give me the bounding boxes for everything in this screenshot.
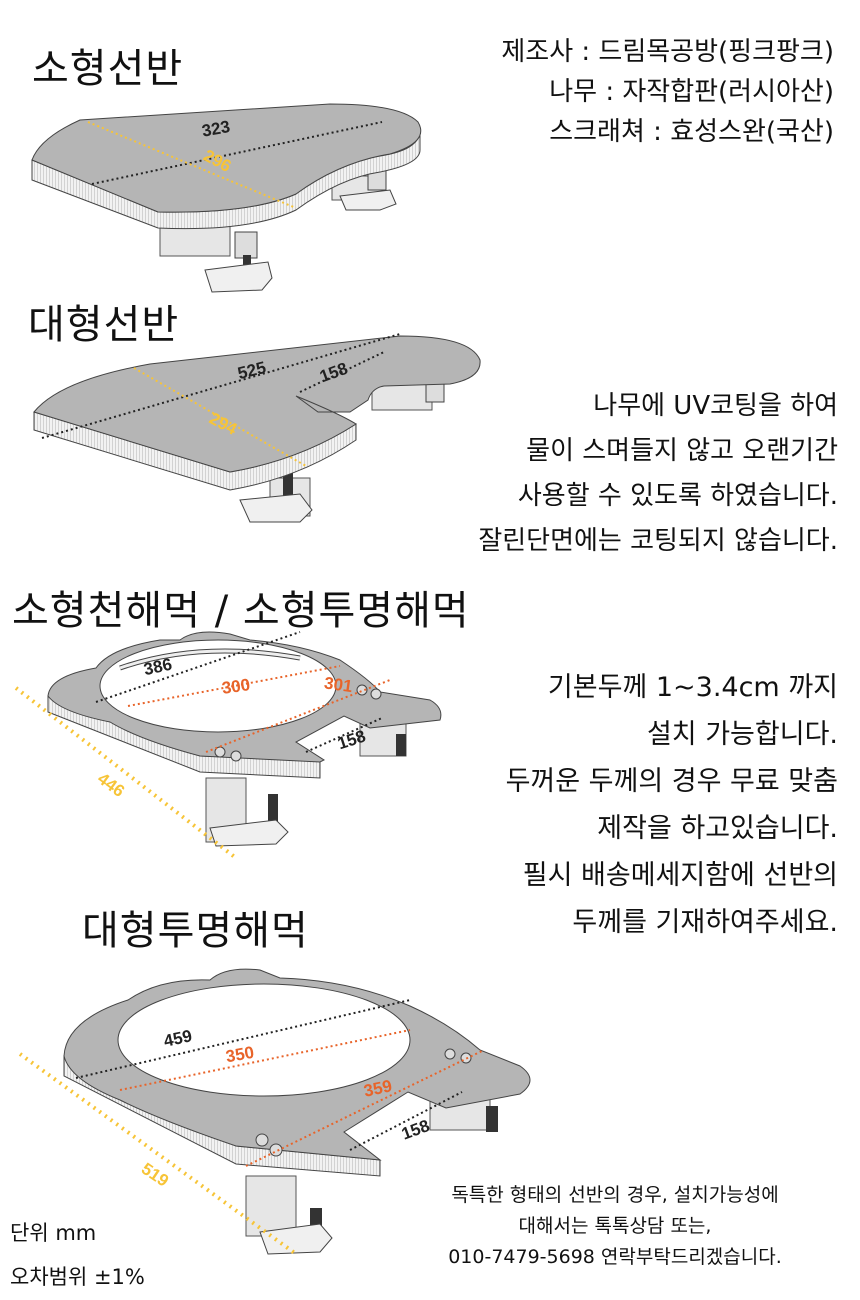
coating-line: 사용할 수 있도록 하였습니다. — [517, 481, 838, 511]
large-board-length-line — [41, 333, 401, 439]
small-ring-slot — [119, 649, 301, 670]
large-ring-clamp-plate — [259, 1223, 333, 1255]
large-ring-inner-label: 350 — [224, 1043, 255, 1067]
large-ring-notch-label: 158 — [399, 1116, 432, 1144]
small-ring-screw-hole — [370, 688, 382, 700]
small-ring-inner-line — [127, 665, 341, 707]
thickness-line: 두꺼운 두께의 경우 무료 맞춤 — [505, 766, 838, 797]
large-board-title: 대형선반 — [28, 302, 180, 348]
small-ring-clamp-screw — [268, 794, 278, 824]
small-ring-depth-line — [14, 686, 238, 860]
large-ring-screw-hole — [269, 1143, 283, 1157]
thickness-note: 기본두께 1~3.4cm 까지 설치 가능합니다. 두꺼운 두께의 경우 무료 … — [408, 664, 838, 946]
small-ring-hole — [99, 639, 337, 733]
small-ring-depth-label: 446 — [94, 769, 128, 801]
small-clamp-knob — [234, 231, 258, 259]
large-ring-title: 대형투명해먹 — [82, 908, 309, 954]
product-info: 제조사 : 드림목공방(핑크팡크) 나무 : 자작합판(러시아산) 스크래쳐 :… — [374, 32, 834, 152]
large-clamp-plate — [239, 493, 313, 523]
unit-text: 단위 mm — [10, 1221, 97, 1245]
large-ring-screw-hole — [255, 1133, 269, 1147]
contact-line: 010-7479-5698 연락부탁드리겠습니다. — [448, 1246, 782, 1268]
large-board-notch-line — [299, 351, 385, 393]
thickness-line: 설치 가능합니다. — [646, 719, 838, 750]
small-clamp-plate — [339, 189, 397, 211]
small-ring-outer-line — [95, 631, 301, 703]
small-ring-inner-label: 300 — [221, 675, 252, 698]
large-board-top — [33, 335, 481, 473]
large-ring-outer-line — [75, 999, 411, 1079]
manufacturer-text: 제조사 : 드림목공방(핑크팡크) — [501, 37, 834, 67]
small-board-top — [31, 103, 422, 213]
contact-line: 대해서는 톡톡상담 또는, — [518, 1215, 712, 1237]
small-board-length-label: 323 — [200, 117, 231, 141]
thickness-line: 두께를 기재하여주세요. — [572, 907, 838, 938]
small-ring-notch-line — [305, 717, 383, 753]
small-clamp-plate — [204, 261, 273, 293]
large-ring-inner-line — [119, 1029, 411, 1091]
large-ring-clamp-screw — [486, 1106, 498, 1132]
contact-line: 독특한 형태의 선반의 경우, 설치가능성에 — [451, 1184, 779, 1206]
small-ring-title: 소형천해먹 / 소형투명해먹 — [12, 588, 470, 634]
small-ring-screw-hole — [214, 746, 226, 758]
large-ring-screw-hole — [444, 1048, 456, 1060]
large-ring-cross-line — [245, 1049, 485, 1167]
coating-line: 나무에 UV코팅을 하여 — [593, 391, 838, 421]
large-ring-depth-label: 519 — [138, 1159, 172, 1191]
thickness-line: 제작을 하고있습니다. — [597, 813, 838, 844]
large-ring-hole — [117, 983, 411, 1097]
contact-note: 독특한 형태의 선반의 경우, 설치가능성에 대해서는 톡톡상담 또는, 010… — [390, 1180, 840, 1273]
large-ring-drawing: 459 350 359 519 158 — [18, 968, 531, 1256]
small-board-title: 소형선반 — [32, 46, 184, 92]
scratcher-text: 스크래쳐 : 효성스완(국산) — [549, 117, 834, 147]
large-ring-depth-line — [18, 1052, 298, 1256]
coating-note: 나무에 UV코팅을 하여 물이 스며들지 않고 오랜기간 사용할 수 있도록 하… — [368, 384, 838, 564]
large-board-drawing: 525 294 158 — [33, 333, 481, 523]
thickness-line: 필시 배송메세지함에 선반의 — [522, 860, 838, 891]
wood-text: 나무 : 자작합판(러시아산) — [549, 77, 834, 107]
large-ring-clamp-block — [245, 1175, 297, 1237]
large-clamp-screw — [283, 472, 293, 502]
units-block: 단위 mm 오차범위 ±1% — [10, 1216, 145, 1294]
small-ring-clamp-screw — [396, 734, 406, 756]
coating-line: 잘린단면에는 코팅되지 않습니다. — [478, 526, 838, 556]
thickness-line: 기본두께 1~3.4cm 까지 — [547, 672, 838, 703]
small-ring-screw-hole — [356, 684, 368, 696]
small-ring-cross-label: 301 — [323, 673, 354, 696]
coating-line: 물이 스며들지 않고 오랜기간 — [526, 436, 838, 466]
large-ring-notch-line — [349, 1091, 463, 1151]
small-clamp-block — [159, 225, 231, 257]
tolerance-text: 오차범위 ±1% — [10, 1265, 145, 1289]
small-board-drawing: 323 296 — [31, 103, 422, 293]
small-ring-drawing: 386 300 301 446 158 — [14, 631, 442, 860]
small-ring-screw-hole — [230, 750, 242, 762]
